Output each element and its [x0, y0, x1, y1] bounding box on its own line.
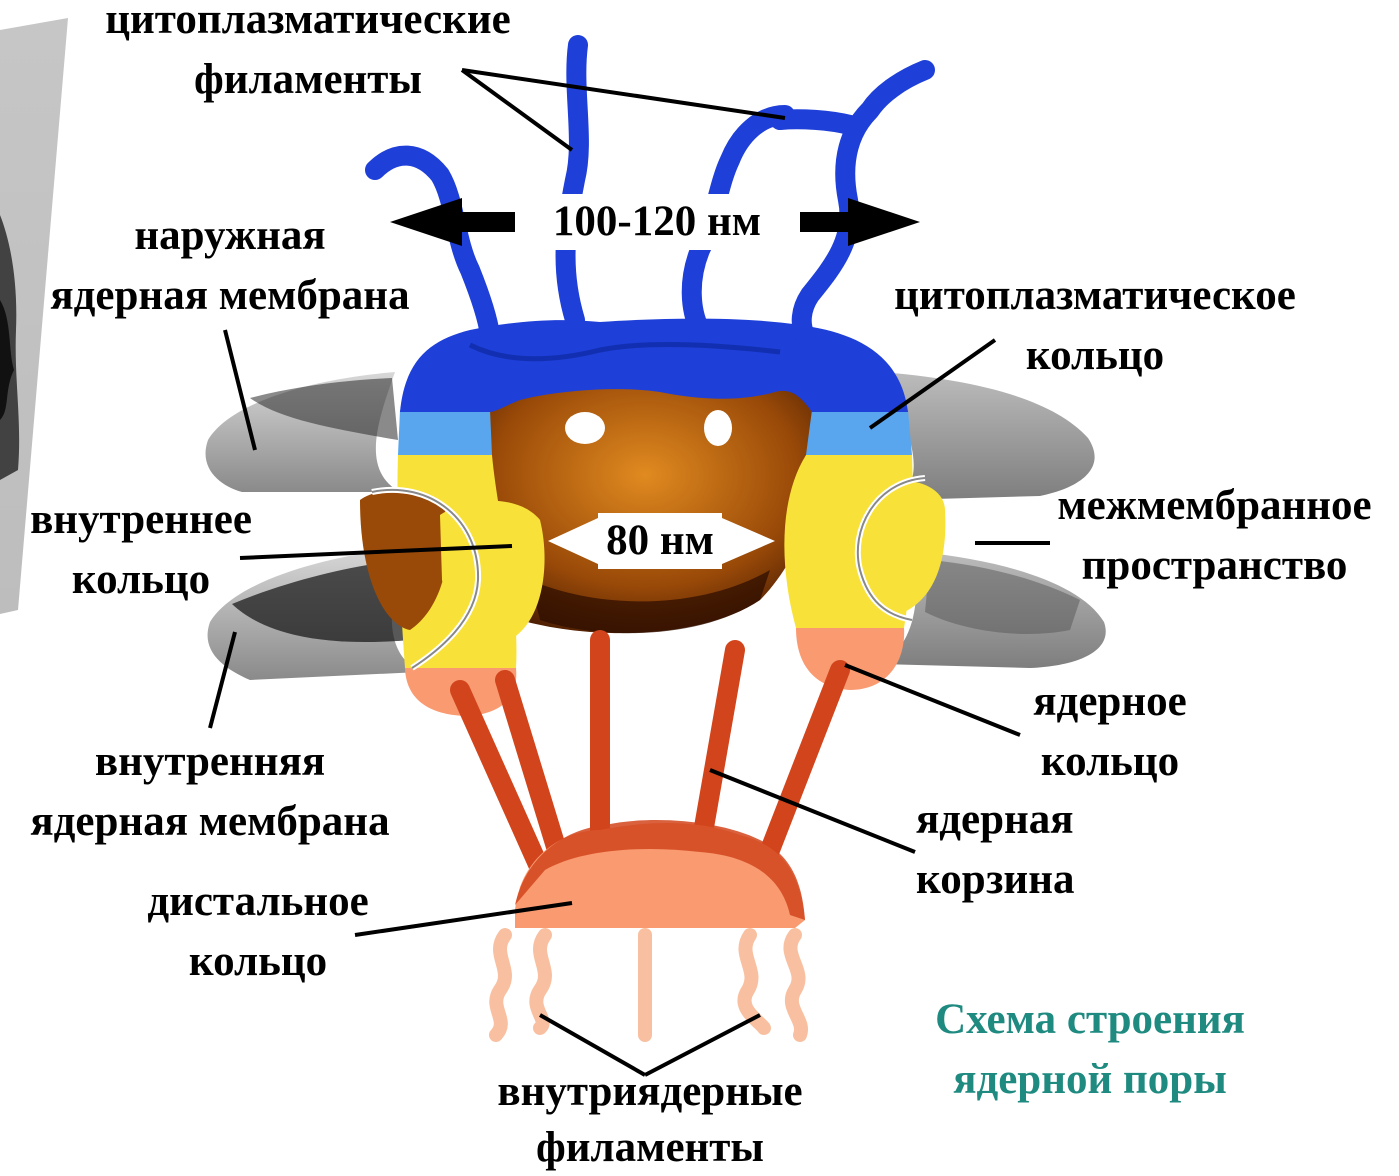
label-cytoplasmic-filaments: цитоплазматические филаменты	[68, 0, 548, 110]
label-inner-ring: внутреннее кольцо	[0, 490, 282, 610]
label-nuclear-basket: ядерная корзина	[916, 790, 1126, 910]
label-cytoplasmic-ring: цитоплазматическое кольцо	[860, 266, 1330, 386]
label-intermembrane-space: межмембранное пространство	[1030, 476, 1399, 596]
pore-hole	[704, 410, 732, 446]
label-intranuclear-filaments: внутриядерные филаменты	[460, 1064, 840, 1176]
label-nuclear-ring: ядерное кольцо	[1010, 672, 1210, 792]
outer-width-label: 100-120 нм	[528, 194, 786, 250]
label-inner-membrane: внутренняя ядерная мембрана	[0, 732, 420, 852]
label-distal-ring: дистальное кольцо	[118, 872, 398, 992]
label-outer-membrane: наружная ядерная мембрана	[20, 206, 440, 326]
intranuclear-filaments	[496, 935, 801, 1035]
diagram-caption: Схема строения ядерной поры	[890, 990, 1290, 1110]
inner-width-label: 80 нм	[598, 513, 722, 569]
pore-hole	[565, 412, 605, 444]
